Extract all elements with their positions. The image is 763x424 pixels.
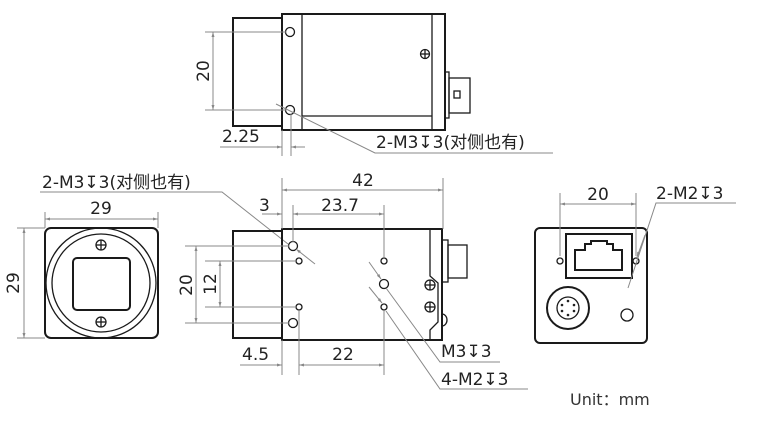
top-view: 20 2.25 2-M3↧3(对侧也有) [194, 13, 553, 156]
lens-mount-outline [232, 230, 283, 339]
led-indicator [620, 308, 634, 322]
screw-icon [424, 301, 436, 313]
hole-note: 2-M2↧3 [656, 184, 724, 204]
m3-hole [378, 278, 390, 290]
screw-icon [95, 316, 107, 328]
dim-height: 29 [4, 272, 24, 294]
m2-hole [295, 303, 303, 311]
m2-hole [295, 257, 303, 265]
dim-hole-spacing: 20 [587, 185, 609, 205]
ethernet-port-frame [565, 233, 633, 279]
m2-hole [380, 257, 388, 265]
side-view: 42 3 23.7 20 12 4.5 22 M3↧3 4-M2↧3 [177, 171, 528, 390]
dim-hole-spacing: 20 [194, 60, 214, 82]
dim-small-span: 22 [332, 345, 354, 365]
camera-body-outline [281, 228, 443, 341]
dim-width: 29 [90, 199, 112, 219]
rear-view: 20 2-M2↧3 [534, 184, 736, 344]
m3-hole [287, 317, 299, 329]
ethernet-port-icon [574, 240, 623, 271]
io-connector-icon [546, 286, 590, 330]
front-view: 29 29 2-M3↧3(对侧也有) [4, 173, 289, 339]
screw-icon [419, 48, 431, 60]
hole-note: 2-M3↧3(对侧也有) [42, 173, 191, 193]
dim-small-offset: 4.5 [242, 345, 269, 365]
connector-outline [441, 239, 468, 327]
dim-front-offset: 3 [259, 196, 270, 216]
dim-small-hole-spacing: 12 [201, 273, 221, 295]
m2-hole [380, 303, 388, 311]
hole-note: 2-M3↧3(对侧也有) [376, 133, 525, 153]
unit-label: Unit：mm [570, 390, 650, 409]
dim-hole-span: 23.7 [321, 196, 359, 216]
camera-body-outline [281, 13, 446, 131]
mount-hole [284, 104, 296, 116]
screw-icon [95, 239, 107, 251]
sensor-window [72, 257, 131, 311]
rear-face-outline [534, 227, 648, 344]
note-m2: 4-M2↧3 [441, 370, 509, 390]
dim-length: 42 [352, 171, 374, 191]
m2-hole [556, 257, 564, 265]
connector-outline [444, 71, 471, 119]
screw-icon [424, 279, 436, 291]
note-m3: M3↧3 [441, 342, 492, 362]
dim-offset: 2.25 [222, 127, 260, 147]
mount-hole [284, 26, 296, 38]
dim-big-hole-spacing: 20 [177, 274, 197, 296]
